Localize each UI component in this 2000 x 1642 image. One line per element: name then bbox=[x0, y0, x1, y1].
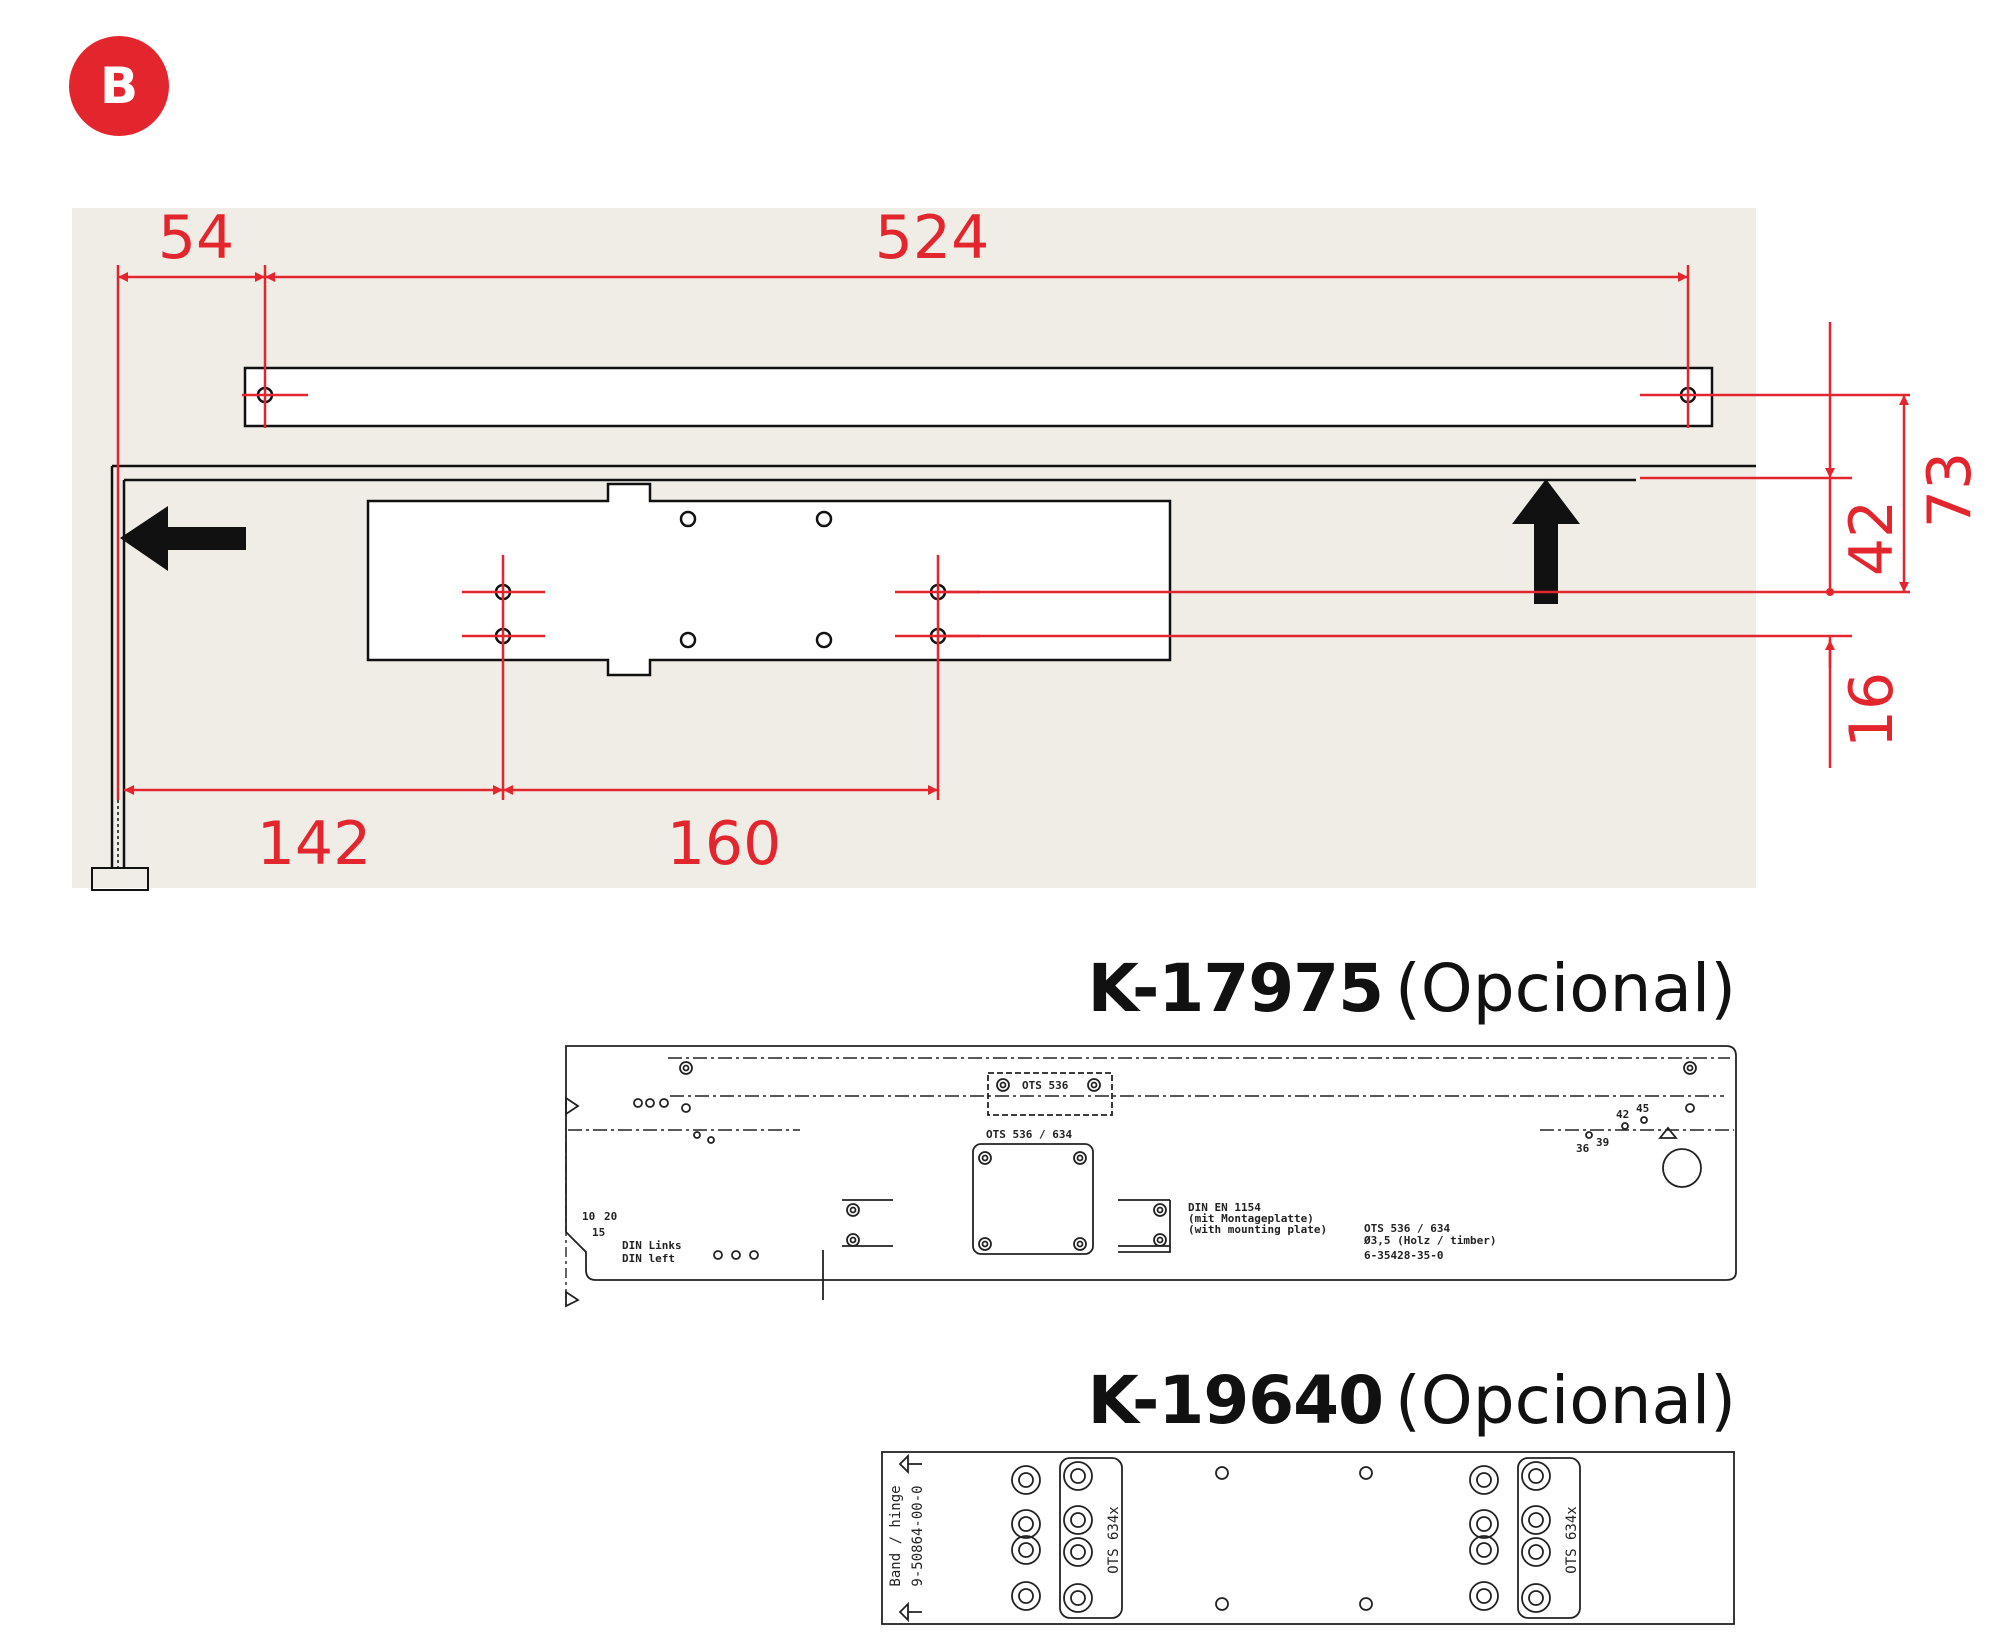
num-39: 39 bbox=[1596, 1136, 1609, 1149]
dimension-160: 160 bbox=[667, 809, 782, 879]
plate2-labels: Band / hinge 9-50864-00-0 OTS 634x OTS 6… bbox=[888, 1485, 1580, 1586]
dimension-16: 16 bbox=[1837, 672, 1907, 748]
dimension-524: 524 bbox=[875, 203, 990, 273]
arrow-left-icon bbox=[120, 506, 246, 571]
ots-line-3: 6-35428-35-0 bbox=[1364, 1249, 1443, 1262]
accessory-code: K-19640 bbox=[1087, 1362, 1384, 1439]
accessory-note: (Opcional) bbox=[1395, 950, 1736, 1027]
label-ots536-634: OTS 536 / 634 bbox=[986, 1128, 1072, 1141]
din-line-3: (with mounting plate) bbox=[1188, 1223, 1327, 1236]
slide-rail bbox=[243, 366, 1714, 428]
accessory-heading-k19640: K-19640(Opcional) bbox=[1088, 1362, 1736, 1439]
accessory-note: (Opcional) bbox=[1395, 1362, 1736, 1439]
dimension-labels: 54 524 142 160 42 73 16 bbox=[158, 203, 1985, 879]
left-hole-column bbox=[1011, 1461, 1093, 1613]
accessory-heading-k17975: K-17975(Opcional) bbox=[1088, 950, 1736, 1027]
plate-outline bbox=[881, 1451, 1735, 1625]
num-42: 42 bbox=[1616, 1108, 1629, 1121]
section-badge: B bbox=[69, 36, 169, 136]
plate-labels: OTS 536 OTS 536 / 634 DIN EN 1154 (mit M… bbox=[582, 1079, 1649, 1265]
hinge-label: Band / hinge bbox=[888, 1485, 904, 1586]
label-ots536: OTS 536 bbox=[1022, 1079, 1069, 1092]
num-36: 36 bbox=[1576, 1142, 1590, 1155]
ots-line-1: OTS 536 / 634 bbox=[1364, 1222, 1450, 1235]
din-line-2: (mit Montageplatte) bbox=[1188, 1212, 1314, 1225]
num-20: 20 bbox=[604, 1210, 617, 1223]
din-left-label: DIN left bbox=[622, 1252, 675, 1265]
din-links-label: DIN Links bbox=[622, 1239, 682, 1252]
ots-634x-right: OTS 634x bbox=[1564, 1506, 1580, 1573]
num-15: 15 bbox=[592, 1226, 605, 1239]
part-number-label: 9-50864-00-0 bbox=[910, 1485, 926, 1586]
door-closer-body bbox=[366, 482, 1172, 677]
ots-634x-left: OTS 634x bbox=[1106, 1506, 1122, 1573]
ots-line-2: Ø3,5 (Holz / timber) bbox=[1363, 1234, 1496, 1247]
mounting-dimension-drawing: 54 524 142 160 42 73 16 bbox=[72, 203, 1985, 891]
plate-outline bbox=[565, 1045, 1737, 1281]
din-line-1: DIN EN 1154 bbox=[1188, 1201, 1261, 1214]
dimension-54: 54 bbox=[158, 203, 234, 273]
accessory-code: K-17975 bbox=[1087, 950, 1384, 1027]
arrow-up-icon bbox=[1512, 479, 1580, 604]
dimension-42: 42 bbox=[1837, 500, 1907, 576]
right-hole-column bbox=[1469, 1461, 1551, 1613]
dimension-142: 142 bbox=[257, 809, 372, 879]
num-10: 10 bbox=[582, 1210, 595, 1223]
dimension-73: 73 bbox=[1915, 452, 1985, 528]
num-45: 45 bbox=[1636, 1102, 1649, 1115]
reference-point bbox=[1826, 588, 1834, 596]
dimension-lines bbox=[116, 265, 1910, 800]
